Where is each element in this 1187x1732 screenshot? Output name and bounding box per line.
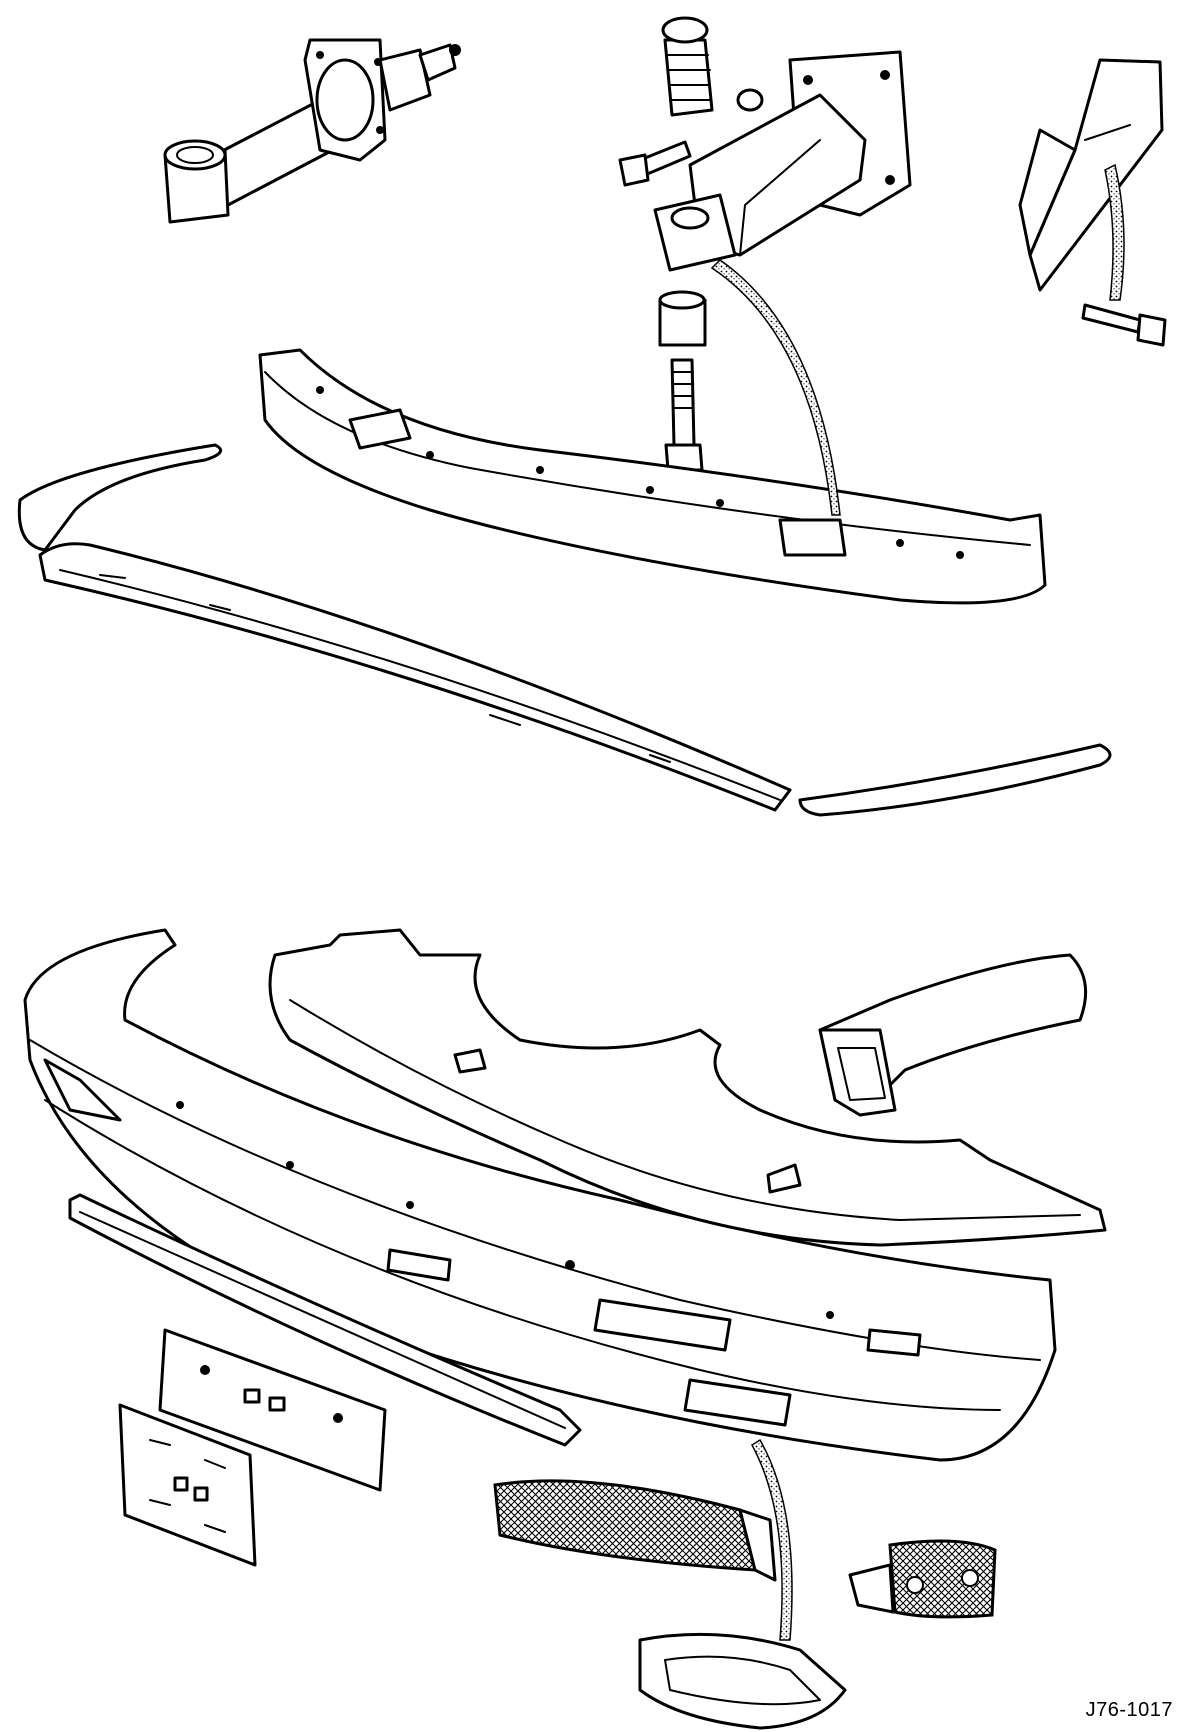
left-strut-absorber	[163, 38, 461, 224]
figure-reference-code: J76-1017	[1085, 1699, 1173, 1721]
brake-cooling-duct	[818, 953, 1088, 1117]
side-repeater-lamp	[848, 1539, 997, 1619]
undertray-panel	[268, 928, 1107, 1247]
bolt-flanged	[1081, 303, 1167, 347]
leader-line-lamp	[751, 1438, 793, 1641]
bumper-end-cap-left	[17, 443, 223, 552]
front-indicator-lamp-left	[493, 1479, 777, 1582]
bumper-end-cap-right	[798, 743, 1112, 817]
long-bolt	[664, 358, 704, 472]
bolt-short	[618, 140, 692, 187]
fog-lamp	[638, 1632, 847, 1730]
lower-spoiler-lip	[68, 1193, 582, 1447]
bumper-cover	[23, 928, 1057, 1462]
number-plate-plinth	[158, 1328, 387, 1492]
leader-line-bracket	[1104, 163, 1125, 301]
number-plate-bracket	[118, 1403, 257, 1567]
right-strut-absorber	[653, 50, 912, 272]
rubber-bump-stop	[661, 16, 714, 117]
bumper-armature	[258, 348, 1047, 605]
bracket-right-top	[1018, 58, 1164, 292]
washer	[736, 88, 764, 112]
rubbing-strip-centre	[38, 542, 792, 812]
spacer-tube	[658, 290, 707, 347]
leader-line-armature	[710, 259, 841, 516]
